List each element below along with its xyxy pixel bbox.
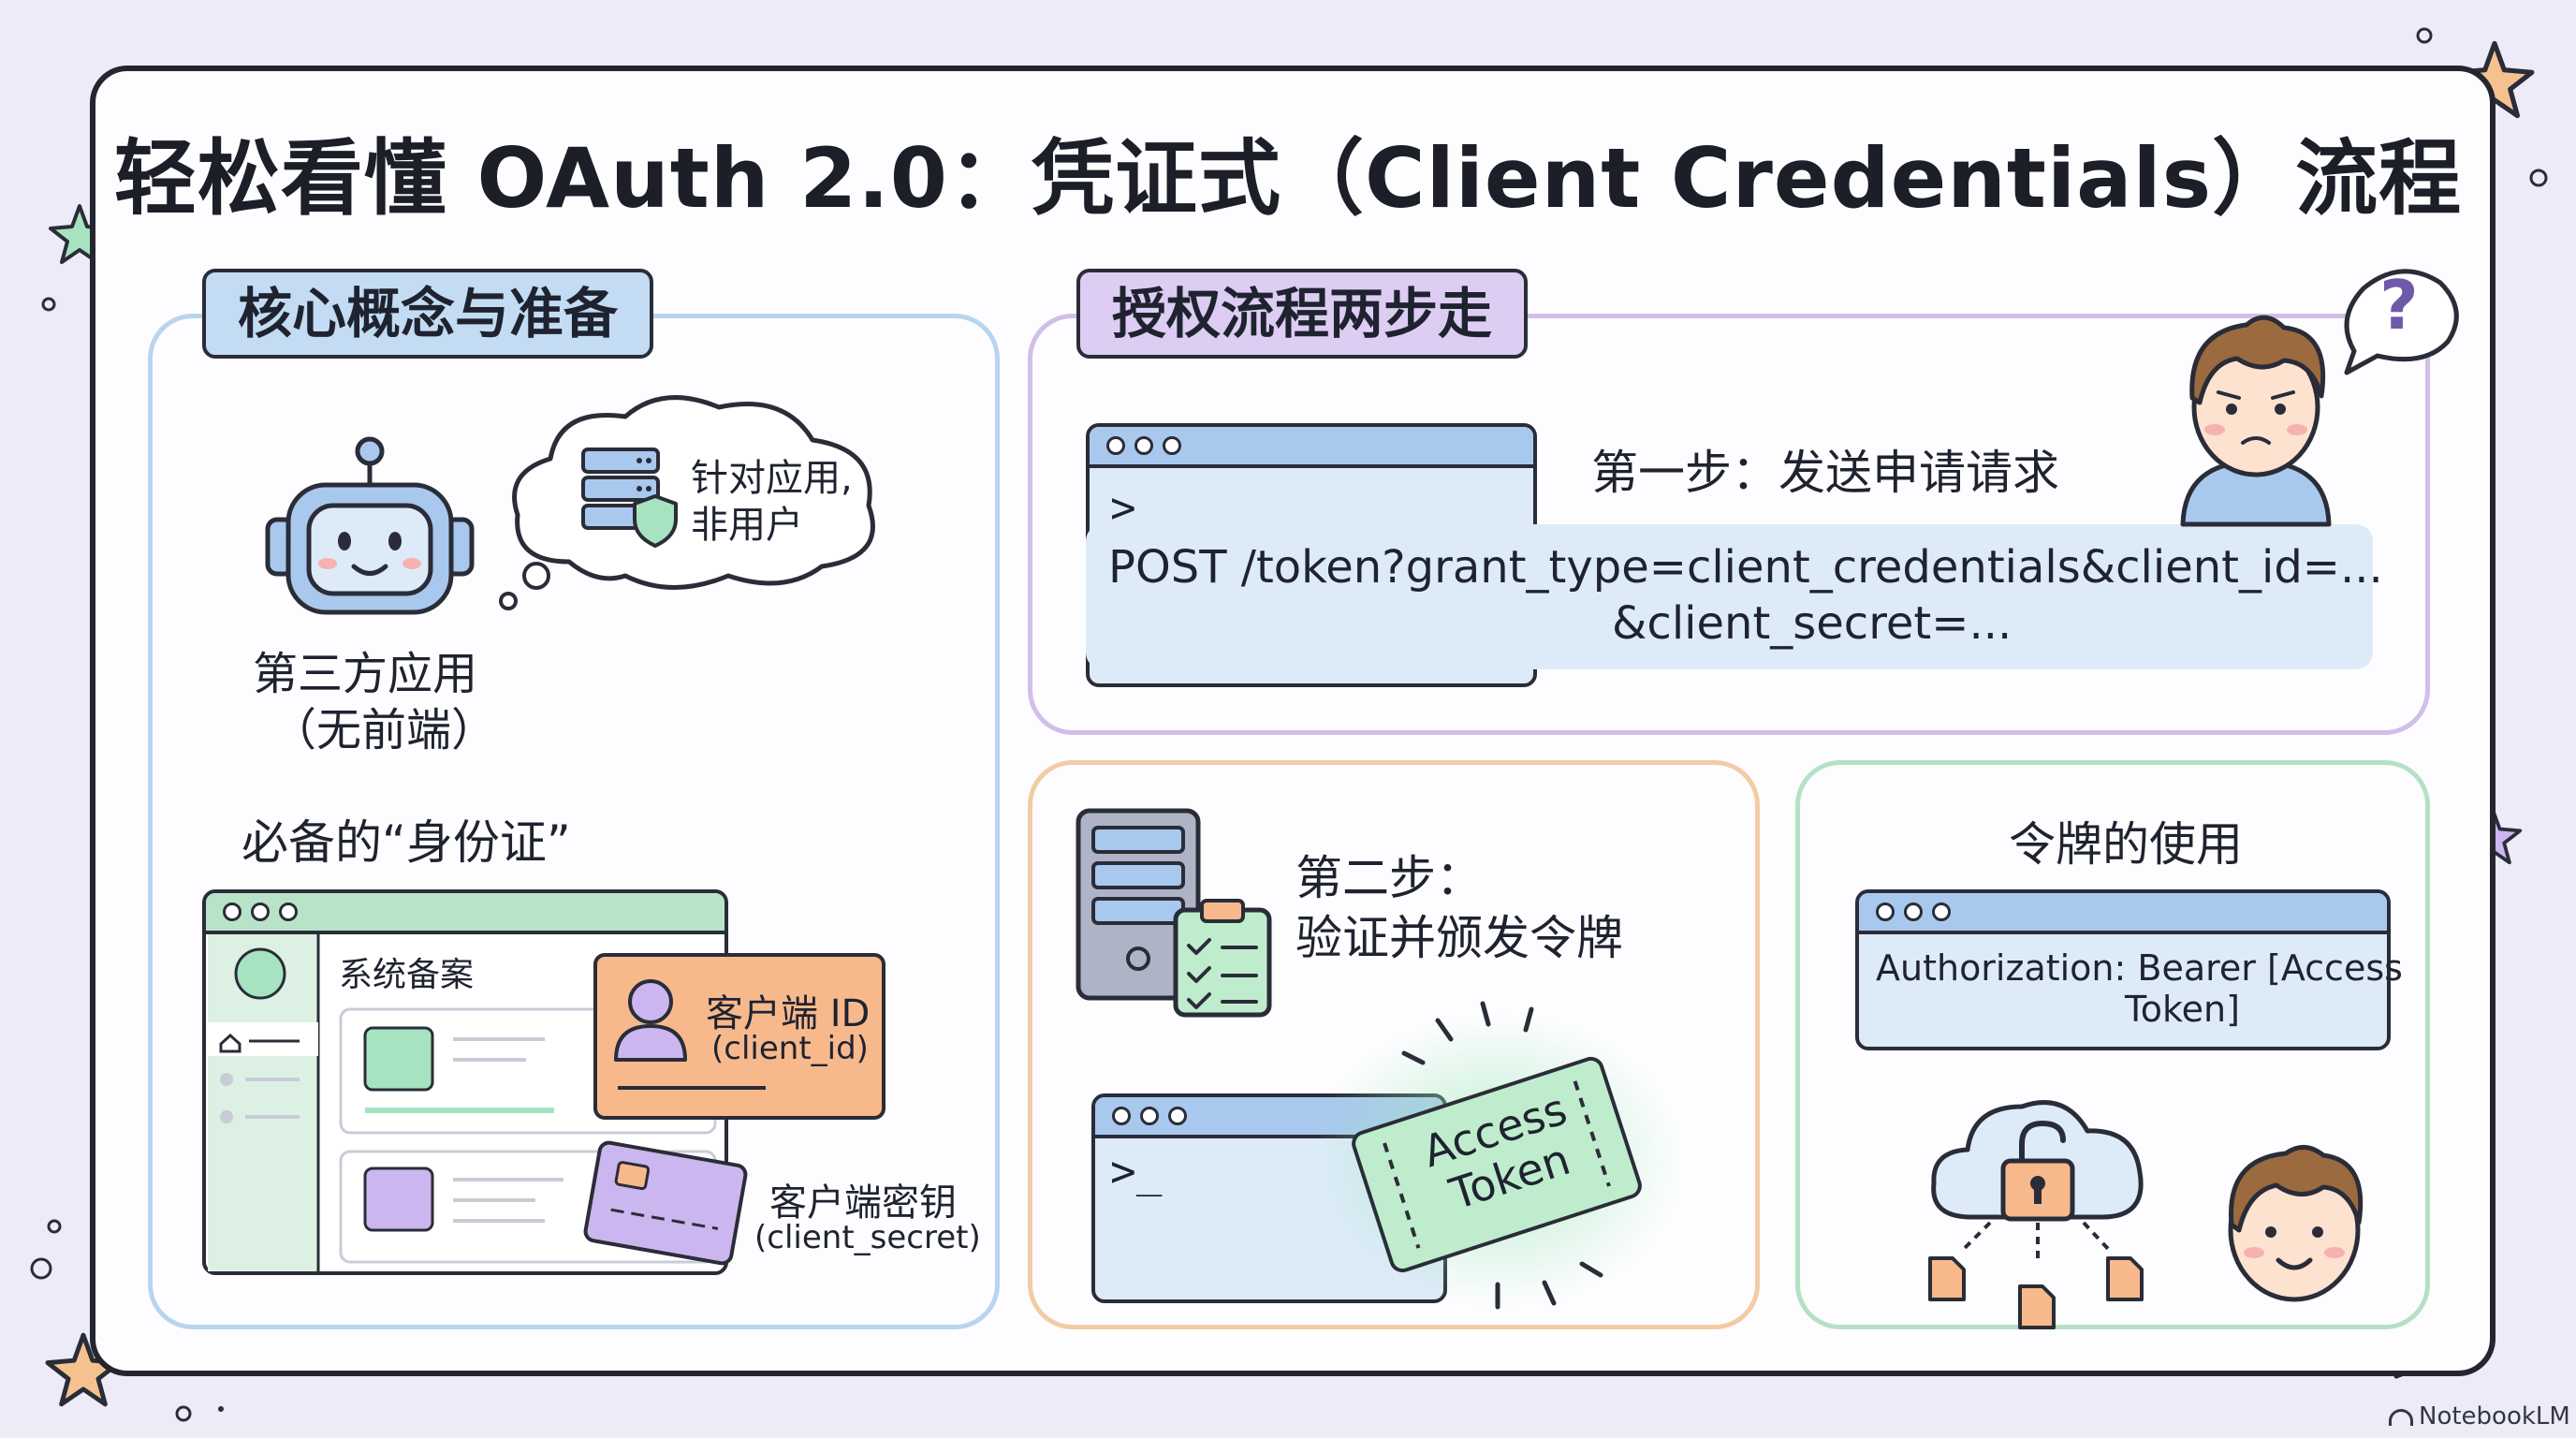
request-line1: POST /token?grant_type=client_credential…	[1108, 541, 2383, 594]
server-icon	[1076, 808, 1201, 1001]
client-id-code: (client_id)	[711, 1030, 869, 1067]
confused-person-icon	[2180, 315, 2332, 527]
watermark: NotebookLM	[2389, 1402, 2570, 1431]
ticket-perforation	[1383, 1080, 1611, 1249]
card-line	[618, 1086, 766, 1090]
panel-step-two	[1028, 760, 1760, 1329]
step2-heading-line2: 验证并颁发令牌	[1295, 911, 1623, 965]
notebooklm-icon	[2389, 1408, 2413, 1426]
person-avatar-icon	[614, 979, 687, 1062]
credentials-heading: 必备的“身份证”	[242, 815, 571, 870]
response-prompt: >_	[1110, 1146, 1163, 1196]
watermark-text: NotebookLM	[2419, 1402, 2570, 1431]
step2-heading-line1: 第二步：	[1295, 851, 1483, 905]
robot-label-line1: 第三方应用	[253, 648, 478, 700]
document-icon	[1928, 1256, 1966, 1301]
auth-header-window	[1855, 889, 2391, 1050]
document-icon	[2106, 1256, 2144, 1301]
credit-card-details	[610, 1161, 719, 1230]
thought-cloud	[499, 395, 875, 610]
happy-person-icon	[2228, 1145, 2364, 1302]
token-rays	[1401, 1001, 1603, 1310]
document-icon	[2018, 1284, 2056, 1329]
clipboard-checklist-icon	[1173, 899, 1272, 1018]
client-secret-label: 客户端密钥	[769, 1181, 957, 1225]
step1-heading: 第一步：发送申请请求	[1591, 446, 2059, 500]
request-line2: &client_secret=...	[1612, 597, 2012, 650]
token-usage-heading: 令牌的使用	[2009, 817, 2243, 872]
registry-label: 系统备案	[339, 956, 475, 994]
robot-icon	[265, 436, 475, 615]
question-bubble-icon	[2344, 269, 2459, 375]
page-title: 轻松看懂 OAuth 2.0：凭证式（Client Credentials）流程	[113, 130, 2463, 227]
panel-token-usage	[1795, 760, 2430, 1329]
request-code-box	[1086, 524, 2373, 669]
server-shield-icon	[581, 448, 678, 548]
robot-label-line2: （无前端）	[271, 704, 497, 756]
tag-core-concepts: 核心概念与准备	[202, 269, 654, 359]
cloud-lock-icon	[1931, 1100, 2144, 1260]
tag-auth-flow: 授权流程两步走	[1076, 269, 1529, 359]
client-id-label: 客户端 ID	[706, 992, 871, 1035]
panel-step-one	[1028, 314, 2430, 735]
cloud-text-line1: 针对应用,	[691, 457, 853, 500]
auth-header-line1: Authorization: Bearer [Access	[1876, 947, 2403, 989]
question-mark: ?	[2379, 266, 2419, 345]
auth-header-line2: Token]	[2125, 989, 2240, 1030]
client-secret-code: (client_secret)	[754, 1219, 981, 1256]
cloud-text-line2: 非用户	[691, 504, 803, 547]
